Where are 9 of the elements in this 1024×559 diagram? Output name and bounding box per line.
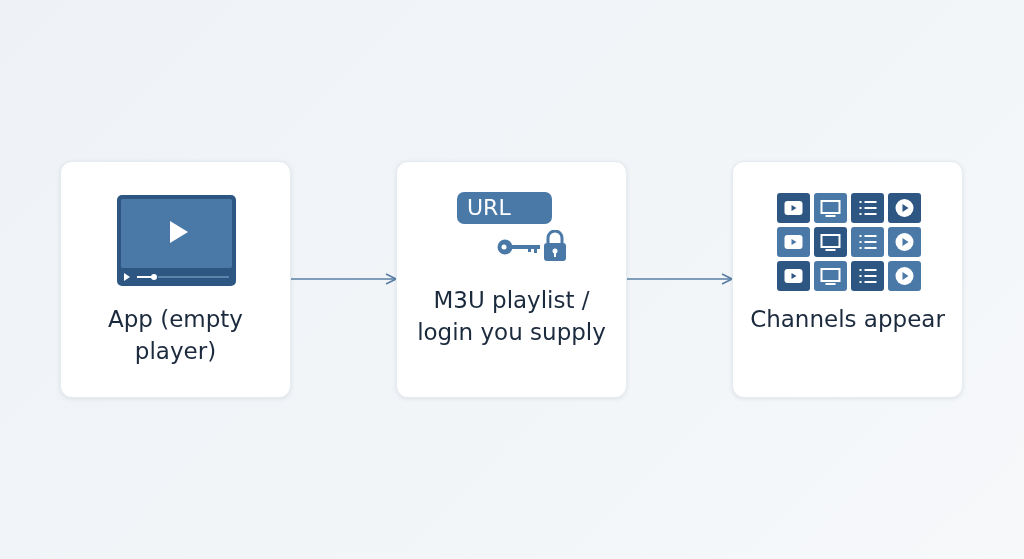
step-card — [396, 161, 627, 398]
arrow — [626, 273, 733, 285]
step-card — [60, 161, 291, 398]
step-label: Channels appear — [749, 305, 946, 334]
url-badge: URL — [457, 192, 552, 224]
step-card — [732, 161, 963, 398]
arrow — [290, 273, 397, 285]
step-label: App (empty player) — [107, 305, 244, 366]
step-label: M3U playlist / login you supply — [416, 286, 607, 347]
